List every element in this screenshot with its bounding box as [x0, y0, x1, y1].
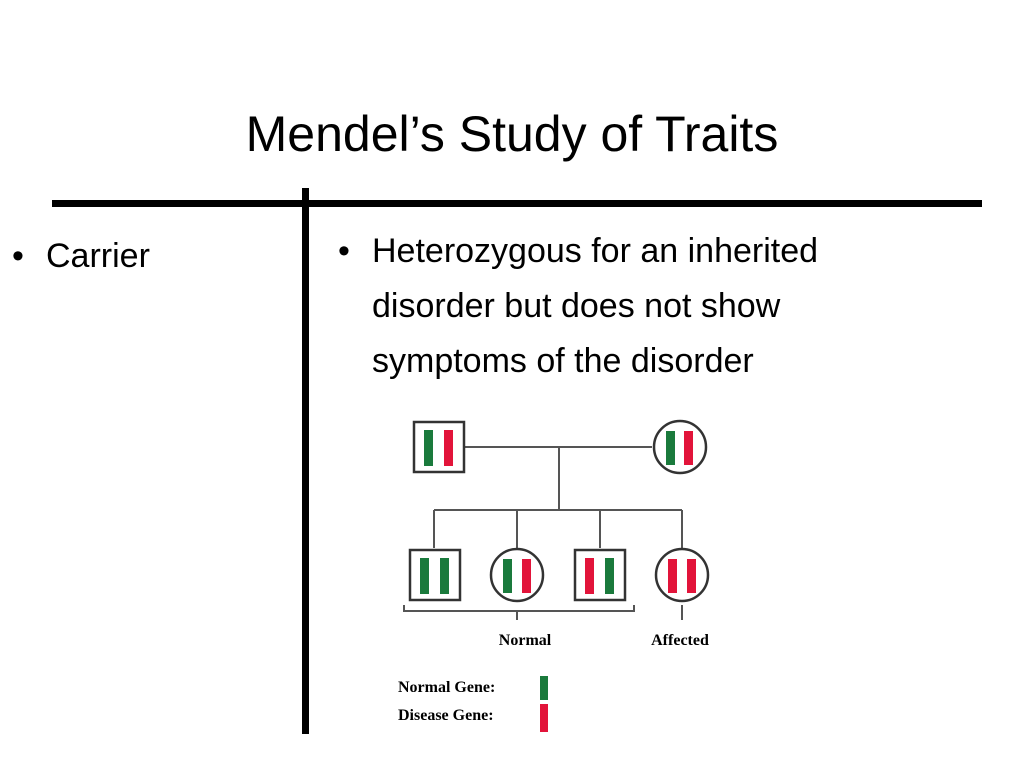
disease-gene-swatch — [540, 704, 548, 732]
bullet-marker: • — [338, 232, 350, 270]
definition-text: Heterozygous for an inherited disorder b… — [372, 232, 819, 380]
definition-bullet: • Heterozygous for an inherited disorder… — [338, 224, 938, 389]
slide-title: Mendel’s Study of Traits — [245, 106, 779, 162]
term-bullet: • Carrier — [12, 232, 150, 280]
son-normal-square — [408, 548, 462, 602]
mother-circle — [652, 419, 708, 475]
affected-group-label: Affected — [651, 632, 709, 649]
daughter-affected-circle — [654, 547, 710, 603]
legend-normal-gene-label: Normal Gene: — [398, 679, 495, 696]
vertical-divider — [302, 188, 309, 734]
daughter-carrier-circle — [489, 547, 545, 603]
pedigree-lines — [403, 446, 683, 620]
term-text: Carrier — [46, 237, 150, 275]
normal-gene-swatch — [540, 676, 548, 700]
horizontal-divider — [52, 200, 982, 207]
pedigree-diagram: Normal Affected Normal Gene: Disease Gen… — [398, 419, 710, 732]
son-carrier-square — [573, 548, 627, 602]
normal-group-label: Normal — [499, 632, 552, 649]
bullet-marker: • — [12, 237, 24, 275]
father-square — [412, 420, 466, 474]
legend-disease-gene-label: Disease Gene: — [398, 707, 494, 724]
